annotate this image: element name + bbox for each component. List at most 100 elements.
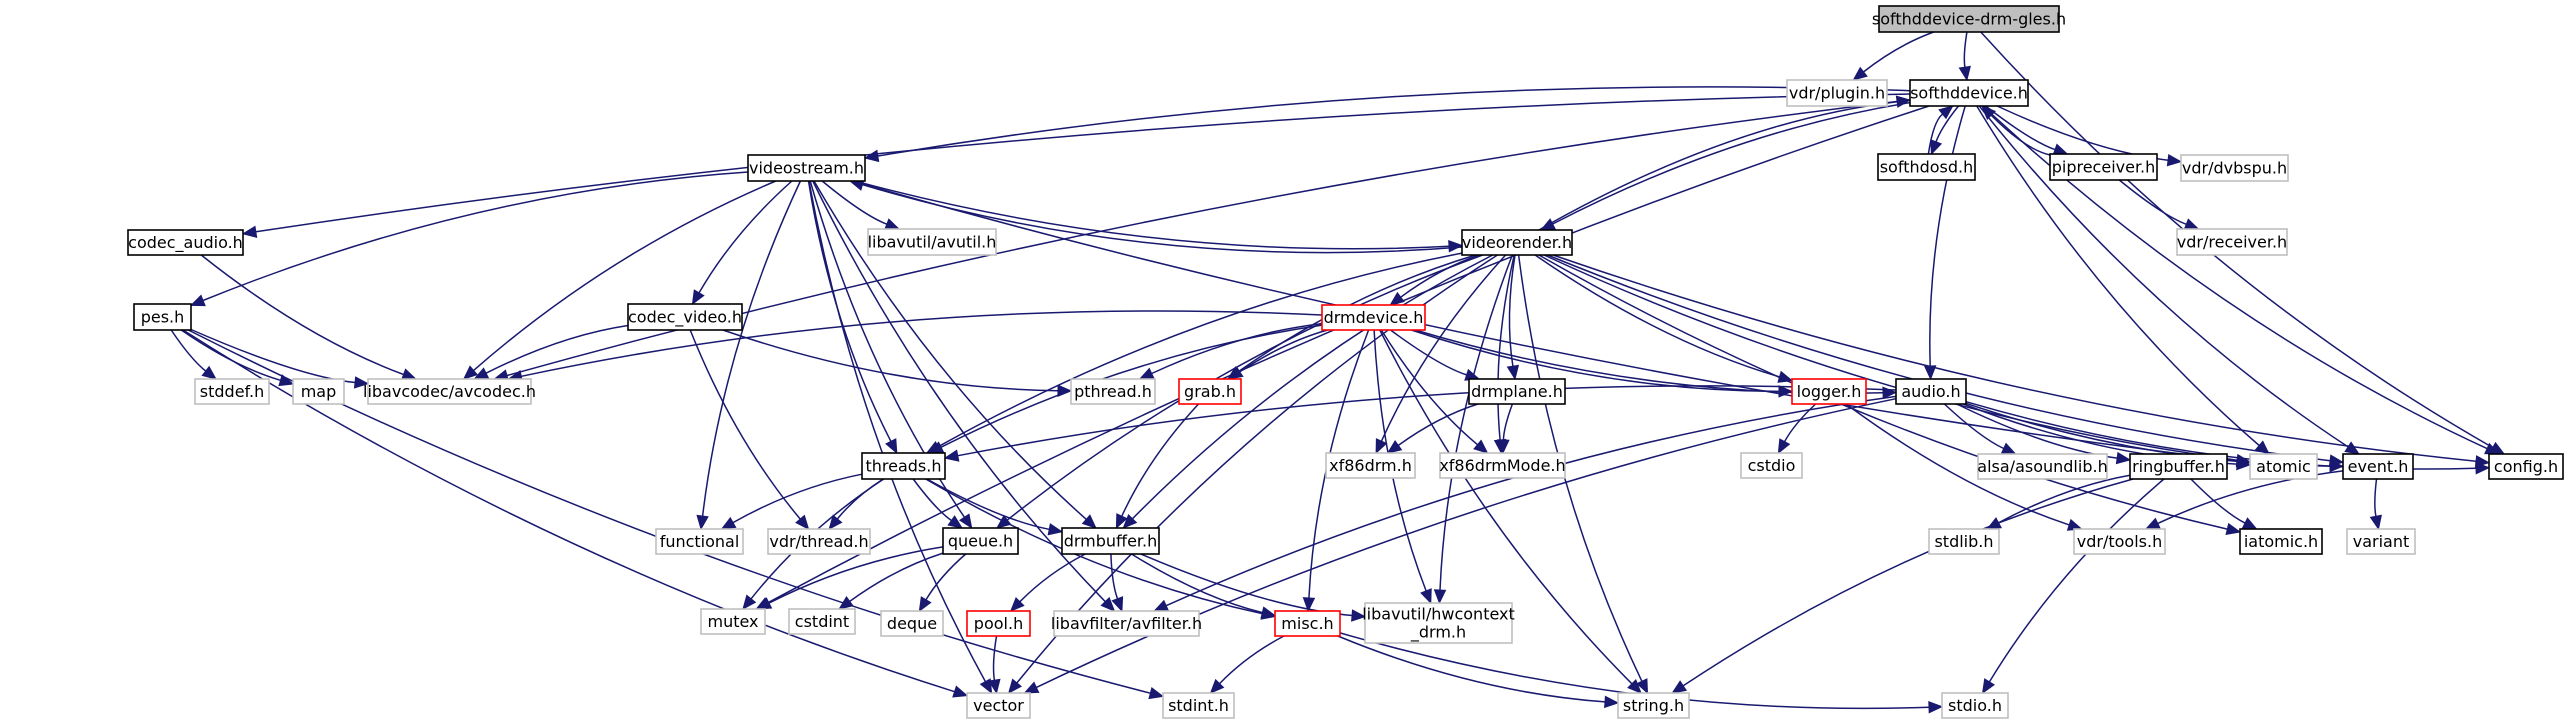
node-box xyxy=(2239,528,2323,555)
node-label: stddef.h xyxy=(200,382,264,401)
arrowhead-icon xyxy=(1227,366,1244,380)
edge-line xyxy=(1547,254,2331,462)
edge-drmplane-to-xf86drm xyxy=(1386,403,1479,454)
arrowhead-icon xyxy=(720,516,737,530)
node-drmbuffer[interactable]: drmbuffer.h xyxy=(1061,527,1160,555)
node-box xyxy=(2180,154,2289,182)
node-box xyxy=(655,528,744,555)
node-box xyxy=(1325,452,1416,479)
node-root[interactable]: softhddevice-drm-gles.h xyxy=(1872,5,2066,33)
arrowhead-icon xyxy=(952,685,969,698)
arrowhead-icon xyxy=(947,515,964,529)
node-box xyxy=(861,452,946,480)
arrowhead-icon xyxy=(988,678,1001,695)
node-label: deque xyxy=(887,614,937,633)
node-drmplane[interactable]: drmplane.h xyxy=(1468,378,1566,405)
edge-line xyxy=(1036,397,1897,689)
node-misc[interactable]: misc.h xyxy=(1274,610,1341,637)
edge-videostream-to-videorender xyxy=(854,180,1464,253)
node-pool[interactable]: pool.h xyxy=(966,610,1031,637)
node-label: softhddevice.h xyxy=(1910,84,2028,103)
node-label: pthread.h xyxy=(1074,382,1152,401)
node-label: string.h xyxy=(1623,696,1684,715)
edge-line xyxy=(836,478,884,520)
node-threads[interactable]: threads.h xyxy=(861,452,946,480)
node-audio[interactable]: audio.h xyxy=(1895,378,1967,405)
node-codec_video[interactable]: codec_video.h xyxy=(627,303,743,331)
edge-pipreceiver-to-receiver xyxy=(2118,179,2200,230)
edge-line xyxy=(701,180,802,517)
node-label: xf86drmMode.h xyxy=(1439,456,1565,475)
node-event[interactable]: event.h xyxy=(2342,453,2414,480)
arrowhead-icon xyxy=(1627,679,1642,694)
arrowhead-icon xyxy=(1852,66,1868,81)
node-label: threads.h xyxy=(865,457,941,476)
node-tools: vdr/tools.h xyxy=(2073,528,2166,555)
node-label: map xyxy=(301,382,337,401)
node-box xyxy=(2346,528,2416,555)
node-label: stdint.h xyxy=(1168,696,1229,715)
edge-line xyxy=(926,478,1050,531)
node-label: mutex xyxy=(707,612,758,631)
edge-line xyxy=(877,86,1911,157)
node-pipreceiver[interactable]: pipreceiver.h xyxy=(2049,153,2158,181)
edge-line xyxy=(485,324,629,374)
arrowhead-icon xyxy=(1047,523,1064,536)
arrowhead-icon xyxy=(1386,439,1403,454)
arrowhead-icon xyxy=(2369,514,2382,531)
edge-line xyxy=(1121,403,1200,517)
edge-line xyxy=(1552,254,2477,463)
node-queue[interactable]: queue.h xyxy=(942,527,1019,555)
node-box xyxy=(1791,378,1867,405)
node-pes[interactable]: pes.h xyxy=(133,303,192,331)
edge-videorender-to-drmdevice xyxy=(1389,254,1480,306)
node-label: misc.h xyxy=(1281,614,1333,633)
node-cstdint: cstdint xyxy=(788,608,856,635)
edge-line xyxy=(1019,553,1086,603)
edge-line xyxy=(521,310,1323,378)
node-asoundlib: alsa/asoundlib.h xyxy=(1977,453,2108,480)
edge-line xyxy=(1976,105,2260,447)
edge-line xyxy=(1110,553,1119,600)
arrowhead-icon xyxy=(1260,606,1277,619)
node-softhddevice[interactable]: softhddevice.h xyxy=(1909,79,2029,107)
edge-line xyxy=(1238,254,1476,373)
edge-grab-to-drmbuffer xyxy=(1115,403,1200,530)
node-box xyxy=(700,608,766,635)
node-label: vdr/thread.h xyxy=(769,532,868,551)
edge-line xyxy=(1543,254,2238,461)
arrowhead-icon xyxy=(1506,364,1520,381)
node-label: codec_video.h xyxy=(628,308,742,328)
node-box xyxy=(788,608,856,635)
node-box xyxy=(1162,692,1235,719)
node-iatomic[interactable]: iatomic.h xyxy=(2239,528,2323,555)
arrowhead-icon xyxy=(795,514,810,530)
node-codec_audio[interactable]: codec_audio.h xyxy=(127,229,244,256)
node-softhdosd[interactable]: softhdosd.h xyxy=(1877,153,1976,181)
node-videorender[interactable]: videorender.h xyxy=(1461,229,1573,256)
node-map: map xyxy=(292,378,345,405)
edge-threads-to-functional xyxy=(720,473,863,530)
node-config[interactable]: config.h xyxy=(2488,453,2564,480)
node-xf86drmMode: xf86drmMode.h xyxy=(1439,452,1566,479)
arrowhead-icon xyxy=(1981,678,1996,695)
edge-line xyxy=(1980,31,2494,449)
node-grab[interactable]: grab.h xyxy=(1178,378,1242,405)
edge-pool-to-vector xyxy=(988,635,1001,695)
node-drmdevice[interactable]: drmdevice.h xyxy=(1321,304,1426,331)
edge-line xyxy=(1988,478,2165,683)
node-videostream[interactable]: videostream.h xyxy=(747,154,866,182)
node-atomic: atomic xyxy=(2249,453,2318,480)
edge-line xyxy=(849,552,944,603)
node-variant: variant xyxy=(2346,528,2416,555)
edge-line xyxy=(812,180,1106,603)
node-label: drmplane.h xyxy=(1471,382,1563,401)
edge-root-to-plugin xyxy=(1852,31,1934,81)
node-avfilter: libavfilter/avfilter.h xyxy=(1051,610,1202,637)
arrowhead-icon xyxy=(1138,367,1155,380)
arrowhead-icon xyxy=(1302,597,1316,613)
node-label: logger.h xyxy=(1797,382,1862,401)
node-ringbuffer[interactable]: ringbuffer.h xyxy=(2129,453,2228,480)
arrowhead-icon xyxy=(1433,589,1447,605)
node-logger[interactable]: logger.h xyxy=(1791,378,1867,405)
